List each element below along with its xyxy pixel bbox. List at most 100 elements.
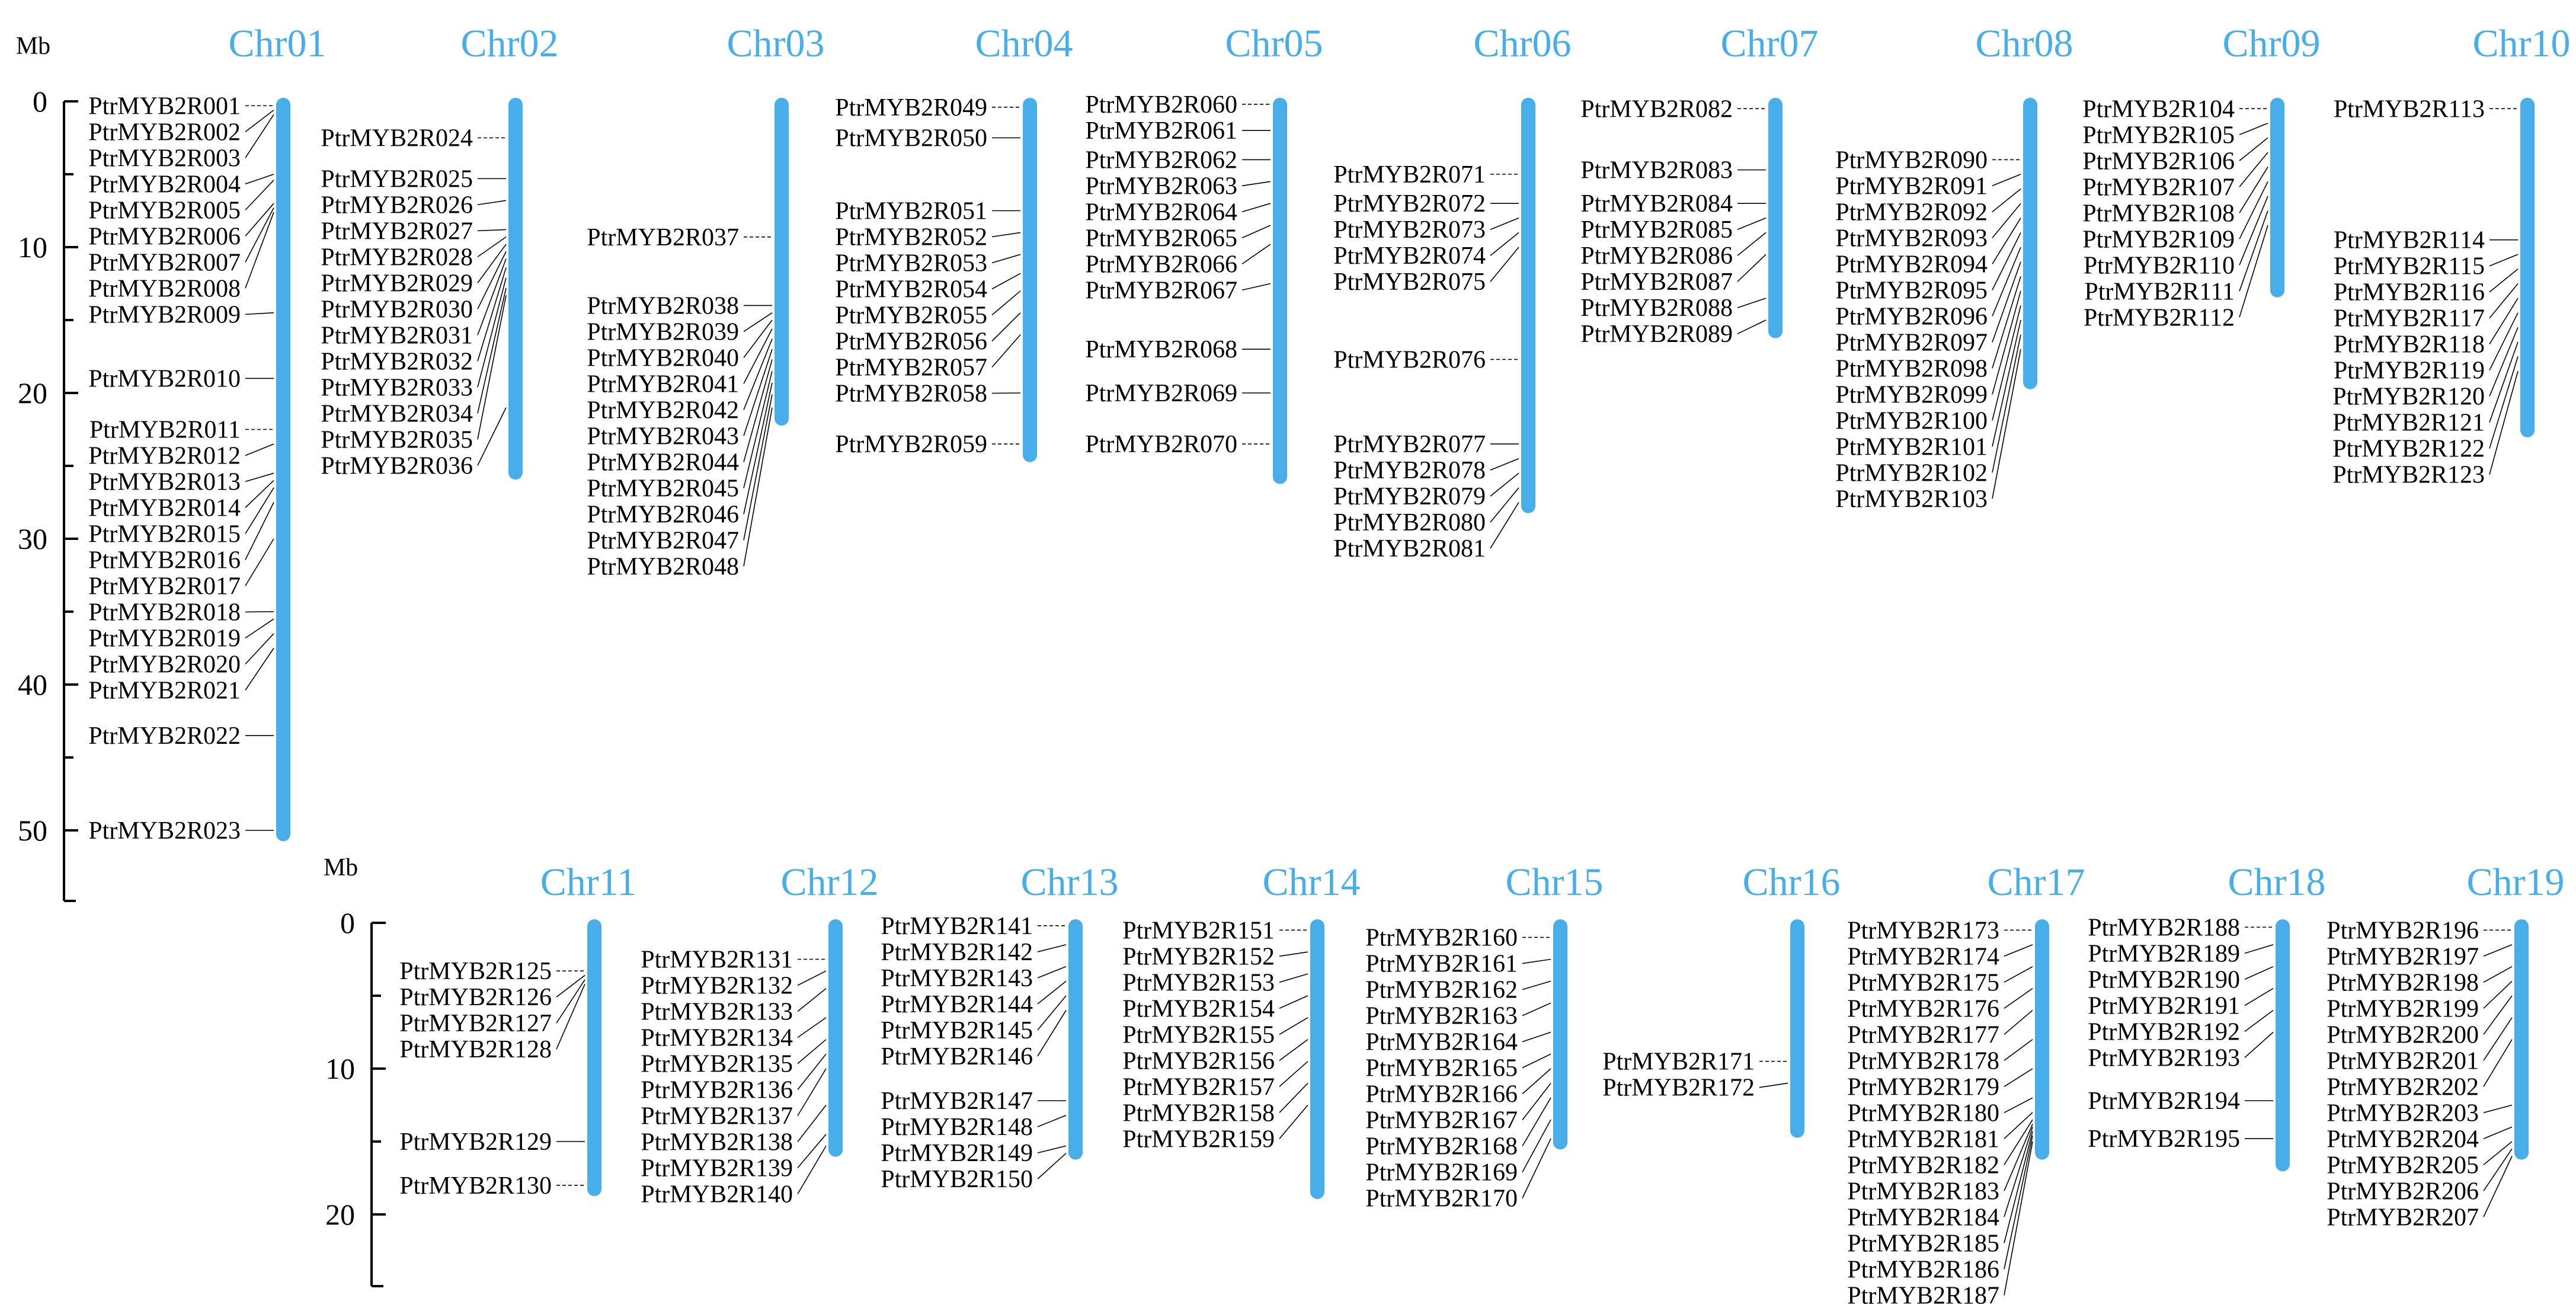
gene-label: PtrMYB2R189	[2088, 940, 2240, 967]
gene-leader-line	[477, 200, 507, 206]
gene-label: PtrMYB2R045	[587, 475, 739, 502]
gene-label: PtrMYB2R047	[587, 527, 739, 554]
gene-label: PtrMYB2R054	[835, 276, 987, 303]
gene-leader-line	[1037, 944, 1067, 952]
gene-label: PtrMYB2R186	[1847, 1256, 1999, 1283]
gene-label: PtrMYB2R071	[1333, 161, 1486, 188]
gene-leader-line	[743, 394, 773, 541]
axis-unit-label: Mb	[16, 33, 50, 60]
gene-leader-line	[743, 328, 773, 384]
gene-leader-line	[2239, 167, 2268, 213]
gene-label: PtrMYB2R121	[2332, 410, 2485, 437]
gene-label: PtrMYB2R187	[1847, 1282, 1999, 1309]
gene-label: PtrMYB2R172	[1602, 1075, 1755, 1102]
gene-label: PtrMYB2R061	[1085, 117, 1237, 145]
gene-label: PtrMYB2R160	[1365, 925, 1518, 952]
gene-label: PtrMYB2R194	[2088, 1088, 2240, 1115]
gene-leader-line	[2489, 341, 2519, 423]
chromosome-bar	[1768, 98, 1783, 338]
chromosome-name: Chr01	[229, 22, 327, 65]
gene-leader-line	[1522, 1083, 1551, 1121]
gene-leader-line	[2244, 966, 2274, 980]
gene-leader-line	[245, 180, 274, 210]
gene-label: PtrMYB2R143	[881, 965, 1033, 992]
gene-label: PtrMYB2R119	[2334, 357, 2485, 385]
gene-label: PtrMYB2R098	[1835, 355, 1988, 382]
gene-leader-line	[1279, 995, 1308, 1009]
gene-label: PtrMYB2R135	[641, 1051, 793, 1078]
gene-leader-line	[477, 236, 507, 258]
gene-leader-line	[1490, 458, 1519, 471]
gene-label: PtrMYB2R097	[1835, 329, 1988, 356]
gene-leader-line	[743, 382, 773, 514]
gene-label: PtrMYB2R142	[881, 939, 1033, 966]
gene-label: PtrMYB2R025	[321, 165, 473, 193]
gene-label: PtrMYB2R168	[1365, 1133, 1518, 1160]
gene-leader-line	[1037, 980, 1067, 1005]
gene-label: PtrMYB2R070	[1085, 431, 1237, 458]
gene-label: PtrMYB2R199	[2327, 995, 2479, 1022]
chromosome-bar	[775, 98, 789, 426]
gene-leader-line	[245, 487, 274, 534]
gene-label: PtrMYB2R151	[1122, 917, 1275, 944]
chromosome-bar	[1310, 919, 1324, 1200]
gene-leader-line	[245, 480, 274, 509]
gene-leader-line	[1522, 980, 1551, 990]
gene-leader-line	[2004, 1009, 2033, 1035]
gene-leader-line	[245, 648, 274, 690]
gene-label: PtrMYB2R049	[835, 94, 987, 122]
gene-label: PtrMYB2R117	[2334, 305, 2485, 333]
chromosome-bar	[2035, 919, 2049, 1160]
chromosome-name: Chr02	[461, 22, 559, 65]
gene-label: PtrMYB2R069	[1085, 380, 1237, 407]
gene-label: PtrMYB2R041	[587, 370, 739, 398]
gene-leader-line	[2489, 327, 2519, 397]
gene-label: PtrMYB2R082	[1580, 95, 1733, 123]
gene-label: PtrMYB2R078	[1333, 457, 1486, 484]
gene-label: PtrMYB2R109	[2082, 226, 2235, 253]
gene-label: PtrMYB2R024	[321, 125, 473, 152]
gene-label: PtrMYB2R023	[88, 817, 241, 845]
gene-leader-line	[797, 970, 827, 986]
gene-label: PtrMYB2R115	[2334, 253, 2485, 280]
gene-leader-line	[2004, 944, 2033, 957]
gene-leader-line	[477, 251, 507, 309]
chromosome-name: Chr09	[2223, 22, 2321, 65]
gene-leader-line	[2239, 123, 2268, 136]
gene-label: PtrMYB2R152	[1122, 943, 1275, 970]
gene-label: PtrMYB2R123	[2332, 462, 2485, 489]
gene-leader-line	[797, 1145, 827, 1194]
gene-label: PtrMYB2R072	[1333, 190, 1486, 218]
gene-leader-line	[2004, 1119, 2033, 1165]
gene-label: PtrMYB2R022	[88, 722, 241, 750]
gene-leader-line	[1037, 1010, 1067, 1057]
gene-label: PtrMYB2R112	[2084, 304, 2235, 331]
gene-leader-line	[1490, 247, 1519, 282]
gene-label: PtrMYB2R164	[1365, 1029, 1518, 1056]
gene-label: PtrMYB2R137	[641, 1103, 793, 1130]
gene-leader-line	[2239, 137, 2268, 161]
gene-label: PtrMYB2R019	[88, 625, 241, 653]
gene-label: PtrMYB2R176	[1847, 995, 1999, 1022]
gene-leader-line	[1241, 203, 1271, 213]
axis-tick-label: 40	[18, 668, 47, 701]
gene-label: PtrMYB2R136	[641, 1077, 793, 1104]
gene-label: PtrMYB2R146	[881, 1043, 1033, 1070]
gene-label: PtrMYB2R027	[321, 218, 473, 245]
gene-label: PtrMYB2R021	[88, 677, 241, 705]
gene-leader-line	[1279, 1104, 1308, 1139]
gene-label: PtrMYB2R010	[88, 365, 241, 392]
gene-label: PtrMYB2R110	[2084, 252, 2235, 279]
gene-label: PtrMYB2R093	[1835, 225, 1988, 252]
gene-label: PtrMYB2R140	[641, 1181, 793, 1209]
gene-label: PtrMYB2R084	[1580, 190, 1733, 218]
chromosome-name: Chr07	[1721, 22, 1819, 65]
gene-leader-line	[556, 983, 585, 1050]
gene-label: PtrMYB2R092	[1835, 199, 1988, 226]
gene-leader-line	[2483, 1141, 2513, 1165]
gene-leader-line	[1992, 247, 2021, 316]
gene-leader-line	[797, 988, 827, 1012]
gene-label: PtrMYB2R180	[1847, 1099, 1999, 1127]
gene-label: PtrMYB2R034	[321, 400, 473, 427]
gene-leader-line	[2244, 988, 2274, 1006]
